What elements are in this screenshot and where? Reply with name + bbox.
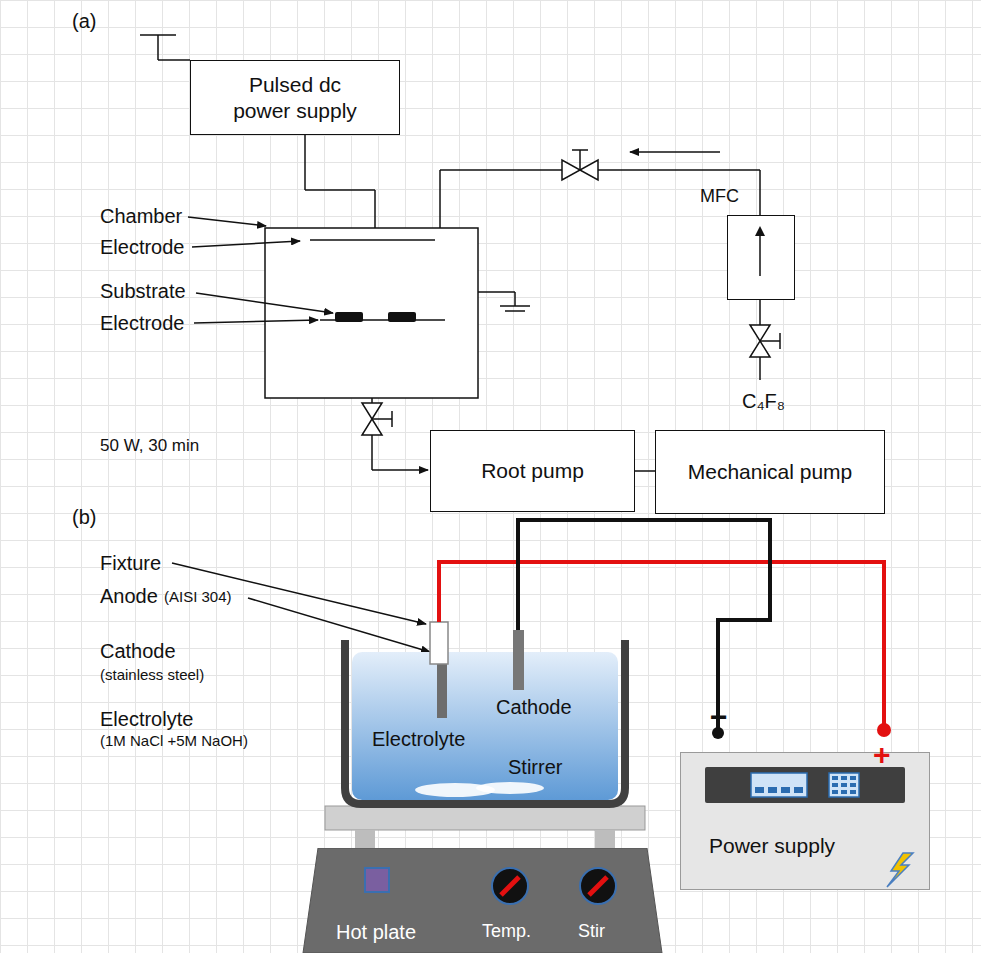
part-label: Cathode: [100, 640, 176, 662]
part-label: (b): [72, 506, 96, 528]
equipment-box: Pulsed dc power supply: [190, 60, 400, 135]
part-label: Fixture: [100, 552, 161, 574]
node-label: Root pump: [481, 458, 584, 483]
part-label: Electrolyte: [372, 728, 465, 750]
equipment-box: MFC: [727, 215, 795, 300]
part-label: Cathode: [496, 696, 572, 718]
part-label: (stainless steel): [100, 667, 204, 684]
part-label: Stirrer: [508, 756, 562, 778]
node-label: Mechanical pump: [688, 459, 853, 484]
node-label: MFC: [700, 186, 739, 208]
power-supply: Power supply: [680, 752, 930, 890]
node-shape: [681, 753, 928, 888]
terminal-sign: −: [710, 700, 728, 733]
part-label: Chamber: [100, 205, 182, 227]
part-label: Electrode: [100, 236, 185, 258]
part-label: Substrate: [100, 280, 186, 302]
part-label: C₄F₈: [742, 390, 785, 412]
connector: [635, 470, 655, 472]
node-label: Hot plate: [336, 920, 416, 944]
part-label: Electrode: [100, 312, 185, 334]
node-label: Pulsed dc power supply: [220, 72, 370, 122]
equipment-box: Mechanical pump: [655, 430, 885, 514]
part-label: Anode: [100, 585, 158, 607]
part-label: Stir: [578, 922, 605, 942]
part-label: Temp.: [482, 922, 531, 942]
part-label: (a): [72, 10, 96, 32]
node-shape: [728, 216, 793, 298]
part-label: (1M NaCl +5M NaOH): [100, 733, 248, 750]
part-label: Electrolyte: [100, 708, 193, 730]
node-label: Power supply: [709, 833, 835, 858]
terminal-sign: +: [873, 738, 891, 771]
part-label: 50 W, 30 min: [100, 437, 199, 456]
part-label: (AISI 304): [164, 589, 232, 606]
equipment-box: Root pump: [430, 430, 635, 512]
